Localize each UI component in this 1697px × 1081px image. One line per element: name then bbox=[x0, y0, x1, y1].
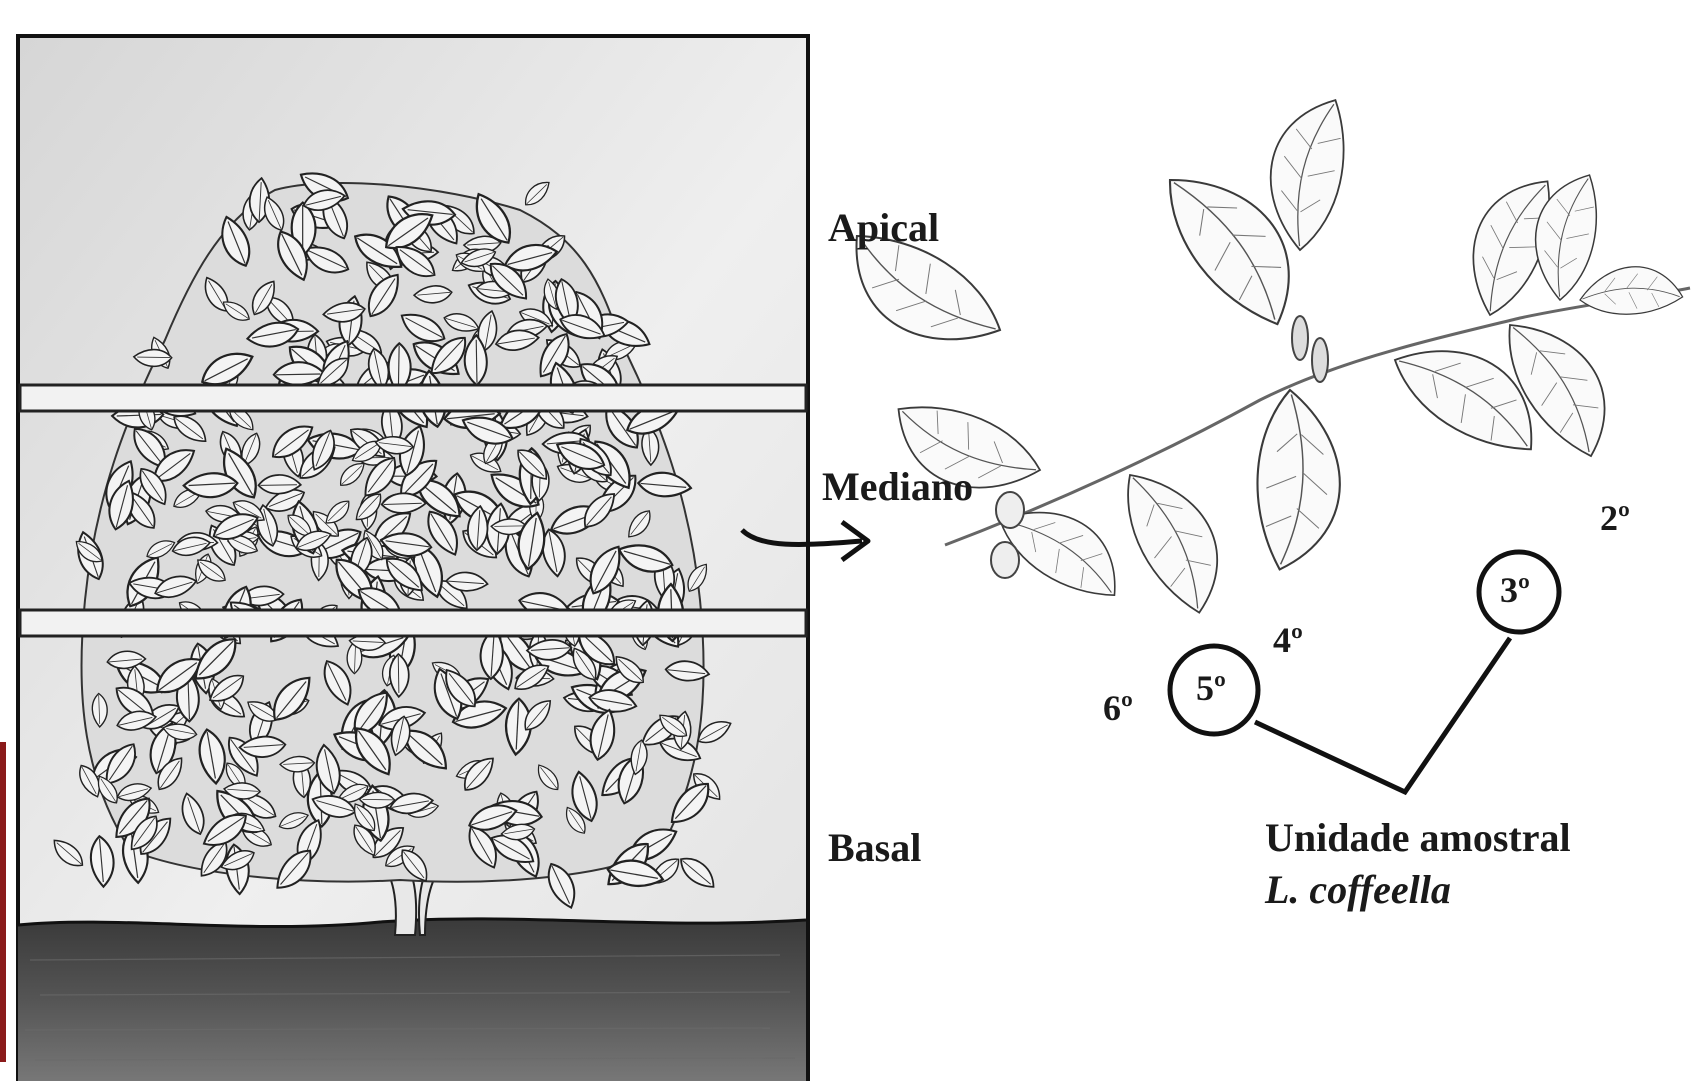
leaf-pair-5-label: 5º bbox=[1196, 670, 1226, 706]
soil-ground bbox=[18, 919, 806, 1081]
leaf-pair-2-label: 2º bbox=[1600, 500, 1630, 536]
divider-mediano-basal bbox=[20, 610, 806, 636]
plant-panel bbox=[18, 36, 808, 1081]
species-label: L. coffeella bbox=[1265, 870, 1451, 910]
sampling-unit-label: Unidade amostral bbox=[1265, 818, 1571, 858]
coffee-branch bbox=[829, 87, 1690, 624]
stratum-mediano-label: Mediano bbox=[822, 467, 973, 507]
leaf-pair-4-label: 4º bbox=[1273, 622, 1303, 658]
divider-apical-mediano bbox=[20, 385, 806, 411]
sampling-connector bbox=[1255, 638, 1510, 792]
stratum-apical-label: Apical bbox=[828, 208, 939, 248]
leaf-pair-3-label: 3º bbox=[1500, 572, 1530, 608]
stratum-basal-label: Basal bbox=[828, 828, 921, 868]
leaf-pair-6-label: 6º bbox=[1103, 690, 1133, 726]
